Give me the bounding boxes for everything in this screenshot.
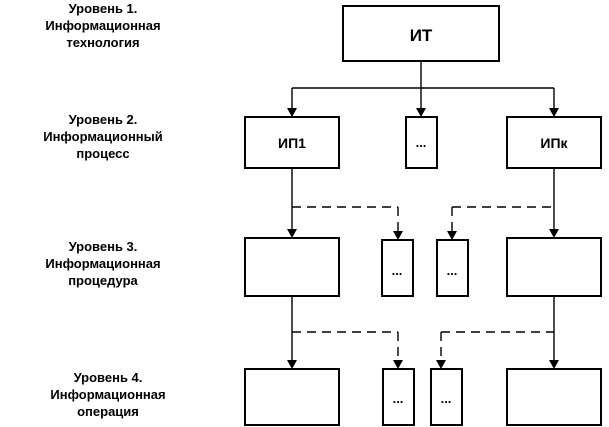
level-2-name-line2: процесс [76, 146, 129, 161]
level-2-title: Уровень 2. [69, 112, 138, 127]
connectors-level-2-3 [287, 168, 559, 240]
operation-box-right [506, 368, 602, 426]
proc-right-down-head [549, 360, 559, 369]
ip1-dashed-head [393, 231, 403, 240]
ipk-box: ИПк [506, 116, 602, 169]
level-2-name-line1: Информационный [43, 129, 163, 144]
process-ellipsis-label: ... [416, 135, 427, 150]
process-ellipsis-box-frame [405, 116, 438, 169]
ip1-box: ИП1 [244, 116, 340, 169]
level-4-name-line1: Информационная [50, 387, 165, 402]
level-4-name-line2: операция [77, 404, 139, 419]
operation-ellipsis-box-left-frame [382, 368, 415, 426]
procedure-ellipsis-box-left-frame [381, 239, 414, 297]
procedure-ellipsis-box-left: ... [381, 239, 414, 297]
proc-right-dashed-head [436, 360, 446, 369]
procedure-ellipsis-box-right: ... [436, 239, 469, 297]
level-1-label: Уровень 1. Информационная технология [45, 1, 160, 50]
ipk-dashed-head [447, 231, 457, 240]
level-2-label: Уровень 2. Информационный процесс [43, 112, 163, 161]
operation-ellipsis-left-label: ... [393, 391, 404, 406]
level-3-name-line2: процедура [68, 273, 138, 288]
operation-ellipsis-box-right-frame [430, 368, 463, 426]
procedure-box-right [506, 237, 602, 297]
proc-left-dashed-head [393, 360, 403, 369]
it-box: ИТ [342, 5, 500, 62]
ip1-down-head [287, 229, 297, 238]
arrow-to-ellipsis-head [416, 108, 426, 117]
proc-left-down-head [287, 360, 297, 369]
it-box-label: ИТ [410, 26, 433, 45]
procedure-box-left [244, 237, 340, 297]
level-3-title: Уровень 3. [69, 239, 138, 254]
ipk-box-label: ИПк [540, 135, 568, 151]
level-4-title: Уровень 4. [74, 370, 143, 385]
level-1-title: Уровень 1. [69, 1, 138, 16]
it-box-frame [342, 5, 500, 62]
operation-box-left [244, 368, 340, 426]
ipk-down-head [549, 229, 559, 238]
ip1-box-label: ИП1 [278, 135, 306, 151]
operation-ellipsis-box-left: ... [382, 368, 415, 426]
level-4-label: Уровень 4. Информационная операция [50, 370, 165, 419]
arrow-to-ipk-head [549, 108, 559, 117]
arrow-to-ip1-head [287, 108, 297, 117]
level-1-name-line2: технология [66, 35, 139, 50]
level-3-label: Уровень 3. Информационная процедура [45, 239, 160, 288]
procedure-ellipsis-right-label: ... [447, 263, 458, 278]
procedure-ellipsis-box-right-frame [436, 239, 469, 297]
procedure-ellipsis-left-label: ... [392, 263, 403, 278]
level-3-name-line1: Информационная [45, 256, 160, 271]
process-ellipsis-box: ... [405, 116, 438, 169]
connectors-level-3-4 [287, 296, 559, 369]
operation-ellipsis-box-right: ... [430, 368, 463, 426]
connectors-level-1-2 [287, 61, 559, 117]
ip1-box-frame [244, 116, 340, 169]
ipk-box-frame [506, 116, 602, 169]
level-1-name-line1: Информационная [45, 18, 160, 33]
operation-ellipsis-right-label: ... [441, 391, 452, 406]
